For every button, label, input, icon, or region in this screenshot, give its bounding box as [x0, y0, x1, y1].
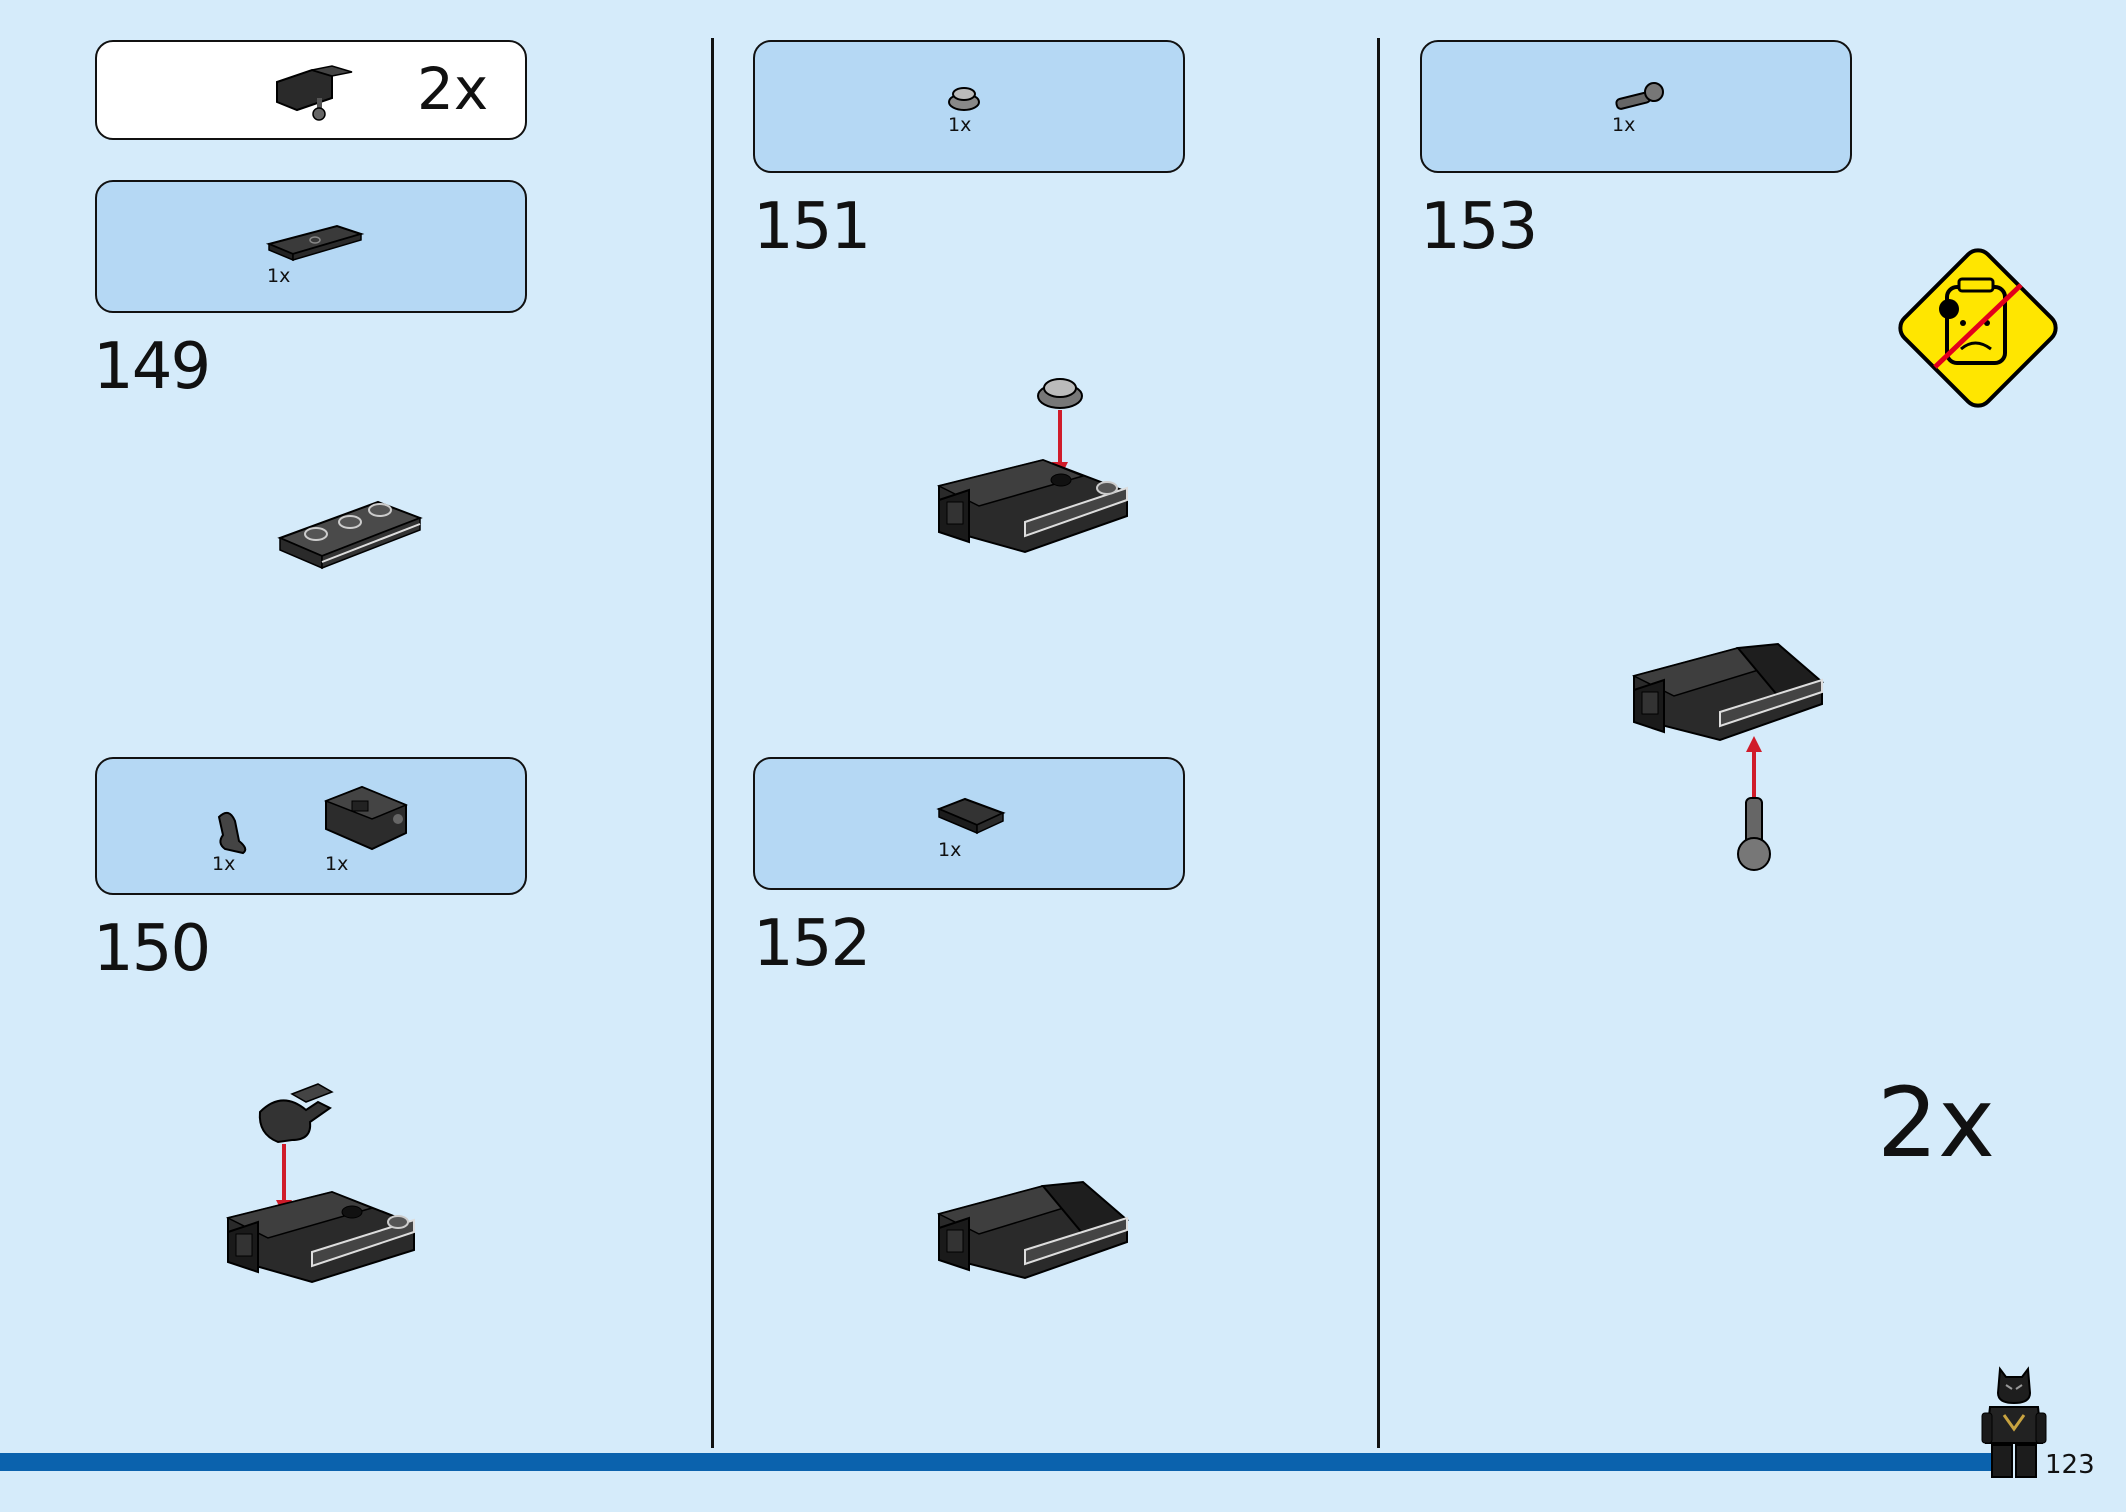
step-number-149: 149	[93, 330, 211, 404]
slope-tile-part-icon	[936, 797, 1006, 835]
part-qty: 1x	[1612, 114, 1636, 136]
parts-callout-149: 1x	[95, 180, 527, 313]
parts-callout-153: 1x	[1420, 40, 1852, 173]
submodel-callout: 2x	[95, 40, 527, 140]
ball-joint-part-icon	[1615, 82, 1664, 110]
parts-callout-152: 1x	[753, 757, 1185, 890]
part-qty: 1x	[938, 839, 962, 861]
part-qty: 1x	[325, 853, 349, 875]
parts-callout-151: 1x	[753, 40, 1185, 173]
step-153-assembly-illustration	[1631, 642, 1825, 871]
step-number-151: 151	[753, 190, 871, 264]
parts-callout-150: 1x 1x	[95, 757, 527, 895]
submodel-multiplier: 2x	[417, 55, 489, 123]
part-qty: 1x	[267, 265, 291, 287]
brick-part-icon	[323, 785, 408, 851]
part-qty: 1x	[212, 853, 236, 875]
final-multiplier: 2x	[1877, 1067, 1995, 1179]
choking-hazard-warning-icon	[1898, 248, 2058, 408]
submodel-preview-icon	[276, 65, 353, 121]
page-number: 123	[2045, 1450, 2095, 1480]
column-divider-2	[1377, 38, 1380, 1448]
step-number-153: 153	[1420, 190, 1538, 264]
step-150-assembly-illustration	[225, 1083, 415, 1284]
round-plate-part-icon	[948, 87, 980, 111]
minifigure-icon	[1981, 1366, 2047, 1478]
step-number-152: 152	[753, 907, 871, 981]
page-footer-bar	[0, 1453, 2000, 1471]
step-149-assembly-illustration	[277, 500, 423, 570]
part-qty: 1x	[948, 114, 972, 136]
column-divider-1	[711, 38, 714, 1448]
step-152-assembly-illustration	[936, 1180, 1130, 1280]
step-number-150: 150	[93, 912, 211, 986]
plate-part-icon	[265, 224, 365, 262]
step-151-assembly-illustration	[936, 378, 1128, 554]
clip-part-icon	[217, 811, 247, 855]
